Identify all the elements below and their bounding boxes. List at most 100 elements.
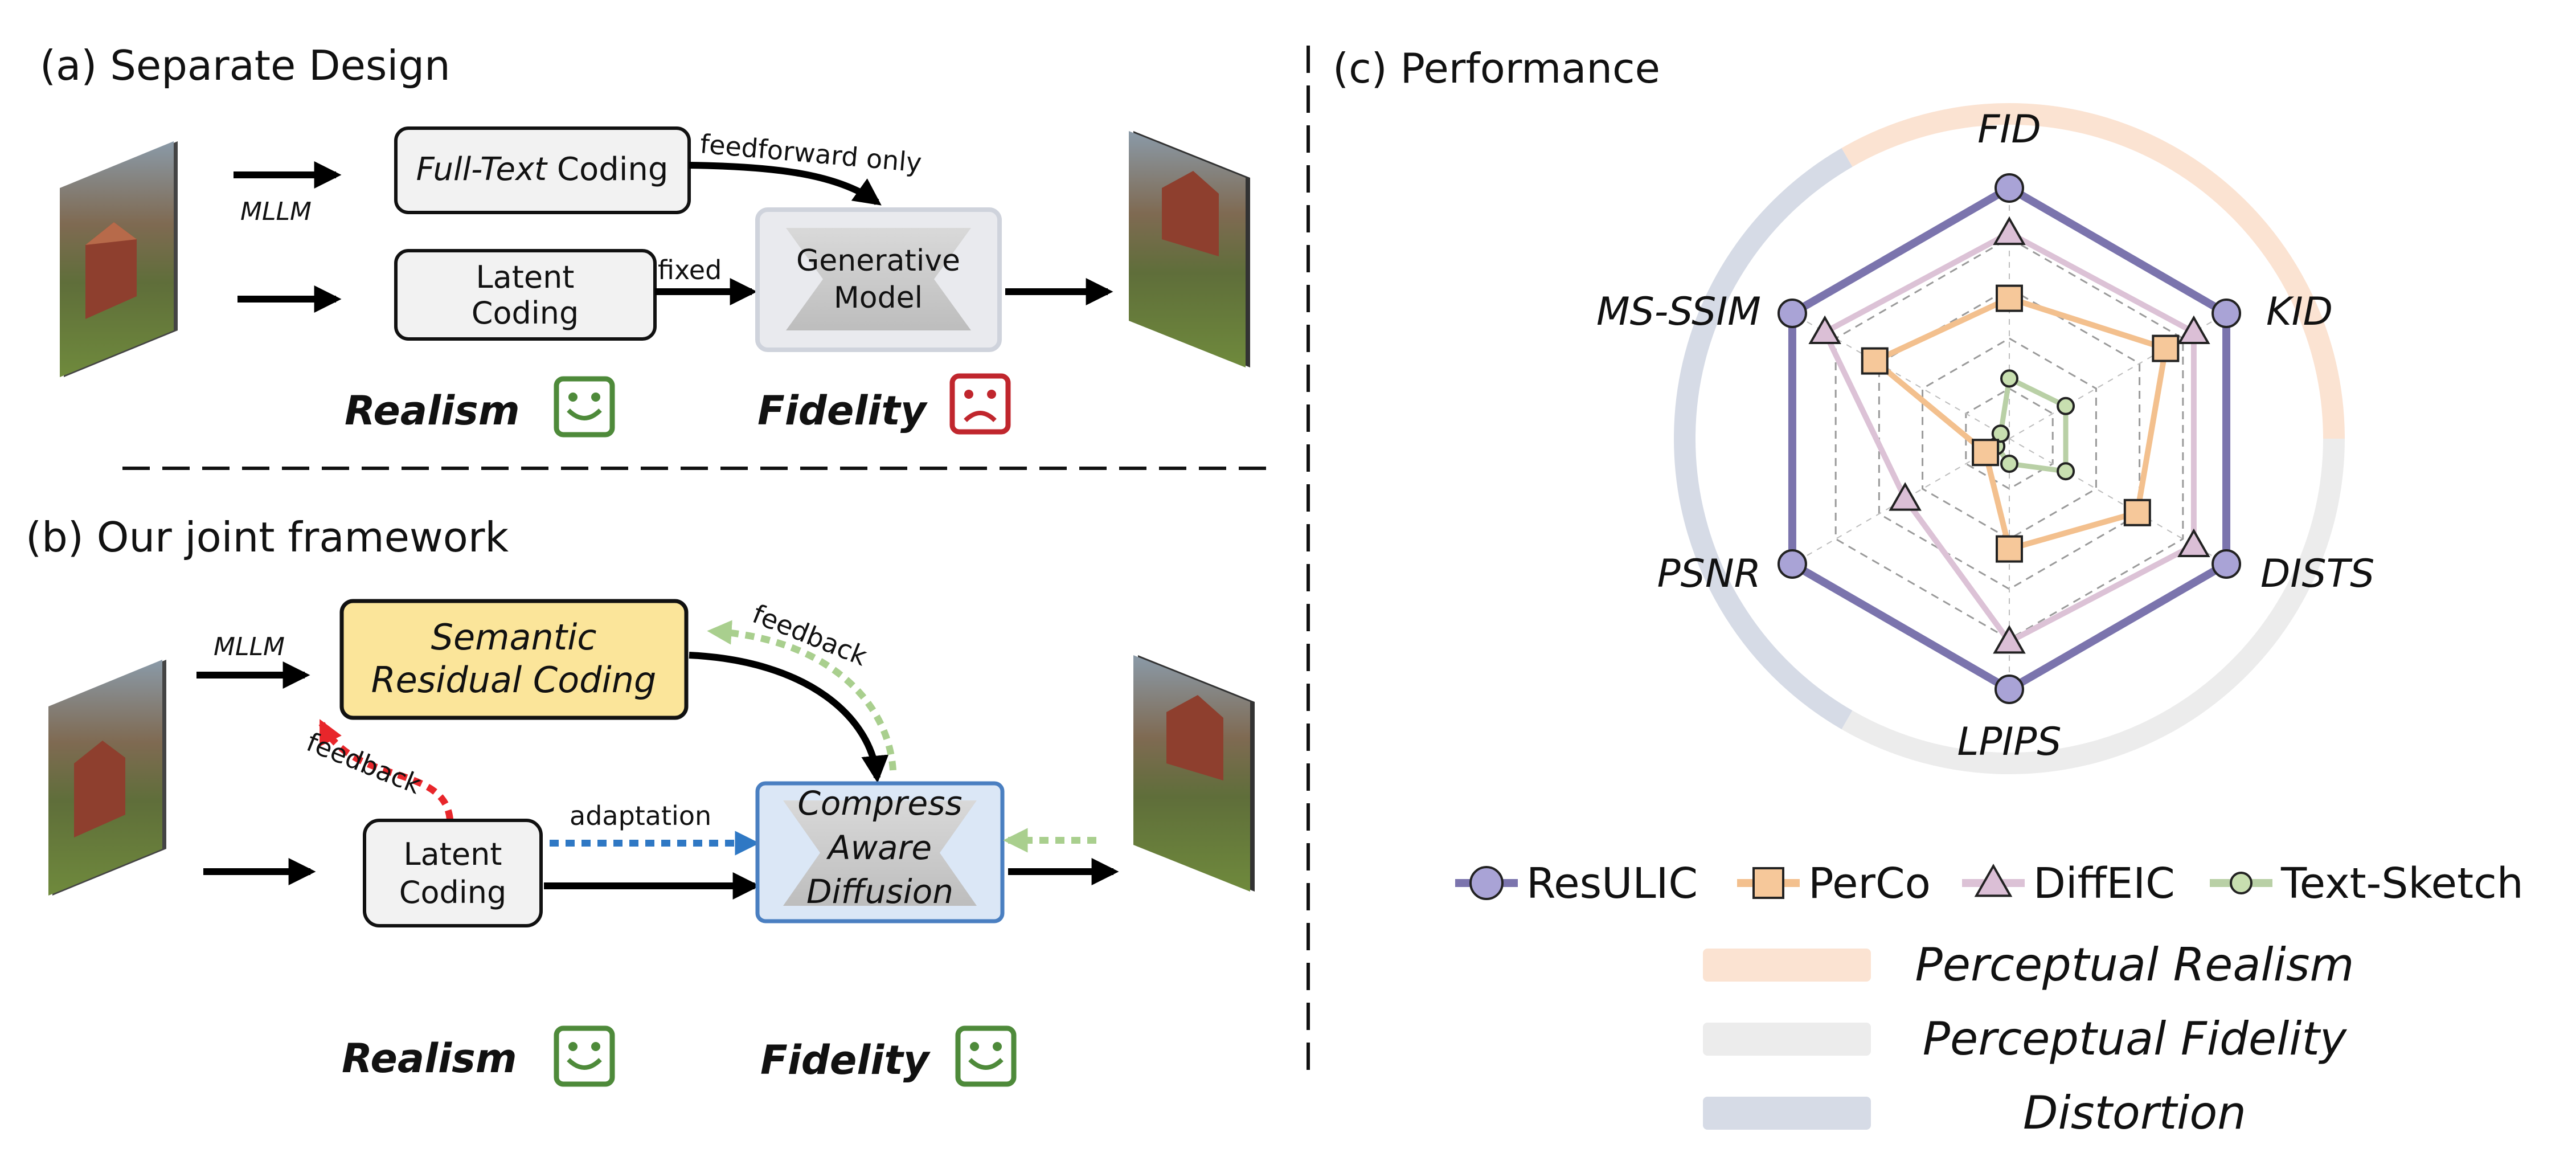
latent-coding-l2-b: Coding [399, 874, 507, 910]
panel-c-title: (c) Performance [1333, 44, 1660, 92]
cad-label-l3: Diffusion [806, 872, 953, 911]
axis-label-lpips: LPIPS [1957, 720, 2061, 765]
point-perco-fid [1996, 284, 2023, 312]
series-text-sketch [1987, 369, 2075, 481]
radar-legend: ResULIC PerCo DiffEIC Text-Sketch [1455, 859, 2524, 908]
point-resulic-ms-ssim [1777, 299, 1807, 328]
sad-face-icon [949, 373, 1011, 435]
latent-coding-l1-b: Latent [404, 836, 502, 872]
semantic-residual-coding-box [339, 599, 689, 720]
output-image-b [1133, 655, 1255, 892]
mllm-label-b: MLLM [214, 632, 285, 661]
point-diffeic-psnr [1889, 482, 1922, 511]
series-perco [1861, 284, 2180, 563]
src-label-l1: Semantic [431, 616, 597, 658]
point-resulic-lpips [1995, 675, 2024, 704]
feedback-left-arrow [318, 719, 453, 820]
latent-coding-box-b [363, 819, 543, 927]
happy-face-icon-b1 [554, 1025, 615, 1087]
band-label-0: Perceptual Realism [1915, 938, 2354, 991]
legend-marker-perco [1752, 867, 1784, 899]
series-diffeic [1808, 216, 2210, 654]
point-diffeic-ms-ssim [1808, 315, 1841, 344]
latent-coding-l1-a: Latent [476, 259, 575, 295]
legend-marker-diffeic [1974, 864, 2013, 897]
band-label-1: Perceptual Fidelity [1923, 1012, 2348, 1065]
band-swatch-2 [1703, 1097, 1871, 1130]
point-diffeic-lpips [1993, 625, 2026, 654]
generative-model-box: Generative Model [755, 207, 1002, 352]
panel-b-title: (b) Our joint framework [26, 513, 509, 561]
band-swatch-0 [1703, 949, 1871, 982]
band-arc-0 [1841, 103, 2345, 439]
axis-label-dists: DISTS [2260, 551, 2374, 596]
point-perco-dists [2123, 498, 2151, 526]
cad-label-l2: Aware [826, 828, 932, 867]
feedforward-label: feedforward only [699, 128, 923, 178]
input-image-b [48, 660, 166, 896]
axis-label-ms-ssim: MS-SSIM [1596, 289, 1761, 334]
point-text-sketch-kid [2057, 397, 2075, 415]
point-diffeic-fid [1993, 216, 2026, 246]
happy-face-icon [554, 376, 615, 438]
legend-marker-resulic [1469, 866, 1504, 900]
src-to-cad-arrow [689, 652, 889, 783]
series-resulic [1777, 173, 2242, 704]
point-resulic-dists [2211, 549, 2242, 579]
fidelity-label-b: Fidelity [760, 1037, 931, 1084]
mllm-label-a: MLLM [240, 197, 312, 226]
point-perco-ms-ssim [1861, 347, 1889, 375]
cad-label-l1: Compress [797, 784, 962, 823]
fidelity-label-a: Fidelity [757, 387, 928, 434]
point-perco-lpips [1996, 535, 2023, 563]
input-image-a [60, 141, 178, 377]
axis-label-fid: FID [1977, 107, 2041, 152]
legend-marker-text-sketch [2230, 872, 2253, 894]
point-diffeic-kid [2177, 315, 2210, 344]
axis-label-psnr: PSNR [1657, 551, 1761, 596]
panel-a-title: (a) Separate Design [40, 42, 451, 89]
legend-label-resulic: ResULIC [1526, 859, 1698, 908]
legend-label-text-sketch: Text-Sketch [2280, 859, 2524, 908]
legend-label-perco: PerCo [1808, 859, 1931, 908]
point-text-sketch-dists [2057, 462, 2075, 481]
series-line-perco [1871, 295, 2169, 552]
latent-coding-l2-a: Coding [472, 295, 579, 331]
realism-label-a: Realism [345, 387, 520, 434]
radar-chart: FID KID DISTS LPIPS PSNR MS-SSIM [1596, 103, 2374, 774]
band-arc-1 [1841, 438, 2345, 774]
point-text-sketch-fid [2000, 369, 2018, 388]
point-text-sketch-lpips [2000, 455, 2018, 473]
point-diffeic-dists [2177, 528, 2210, 557]
band-arc-2 [1674, 148, 1853, 730]
compress-aware-diffusion-box: Compress Aware Diffusion [755, 781, 1005, 923]
panel-c: (c) Performance FID KID DISTS LPIPS PSNR MS-S… [1333, 44, 2524, 1139]
fixed-label: fixed [658, 255, 722, 285]
point-perco-kid [2152, 334, 2180, 362]
point-text-sketch-ms-ssim [1991, 424, 2010, 443]
adaptation-label: adaptation [570, 800, 711, 831]
point-resulic-kid [2211, 299, 2242, 328]
point-resulic-fid [1995, 173, 2024, 203]
feedback-top-label: feedback [748, 598, 871, 672]
feedforward-arrow [689, 162, 882, 206]
src-label-l2: Residual Coding [371, 659, 657, 701]
legend-label-diffeic: DiffEIC [2033, 859, 2175, 908]
fulltext-coding-box [394, 126, 691, 214]
feedback-left-label: feedback [302, 726, 425, 800]
realism-label-b: Realism [342, 1035, 517, 1082]
happy-face-icon-b2 [955, 1025, 1017, 1087]
band-label-2: Distortion [2023, 1086, 2246, 1139]
grid-ring-2 [1922, 337, 2097, 540]
generative-model-l1: Generative [796, 244, 960, 278]
panel-a: (a) Separate Design MLLM Full-Text Codin… [40, 42, 1250, 438]
point-resulic-psnr [1777, 549, 1807, 579]
panel-b: (b) Our joint framework MLLM Semantic Re… [26, 513, 1255, 1087]
band-swatch-1 [1703, 1023, 1871, 1056]
fulltext-coding-label: Full-Text Coding [416, 151, 669, 188]
generative-model-l2: Model [834, 281, 923, 315]
axis-label-kid: KID [2266, 289, 2333, 334]
point-perco-psnr [1972, 439, 2000, 467]
